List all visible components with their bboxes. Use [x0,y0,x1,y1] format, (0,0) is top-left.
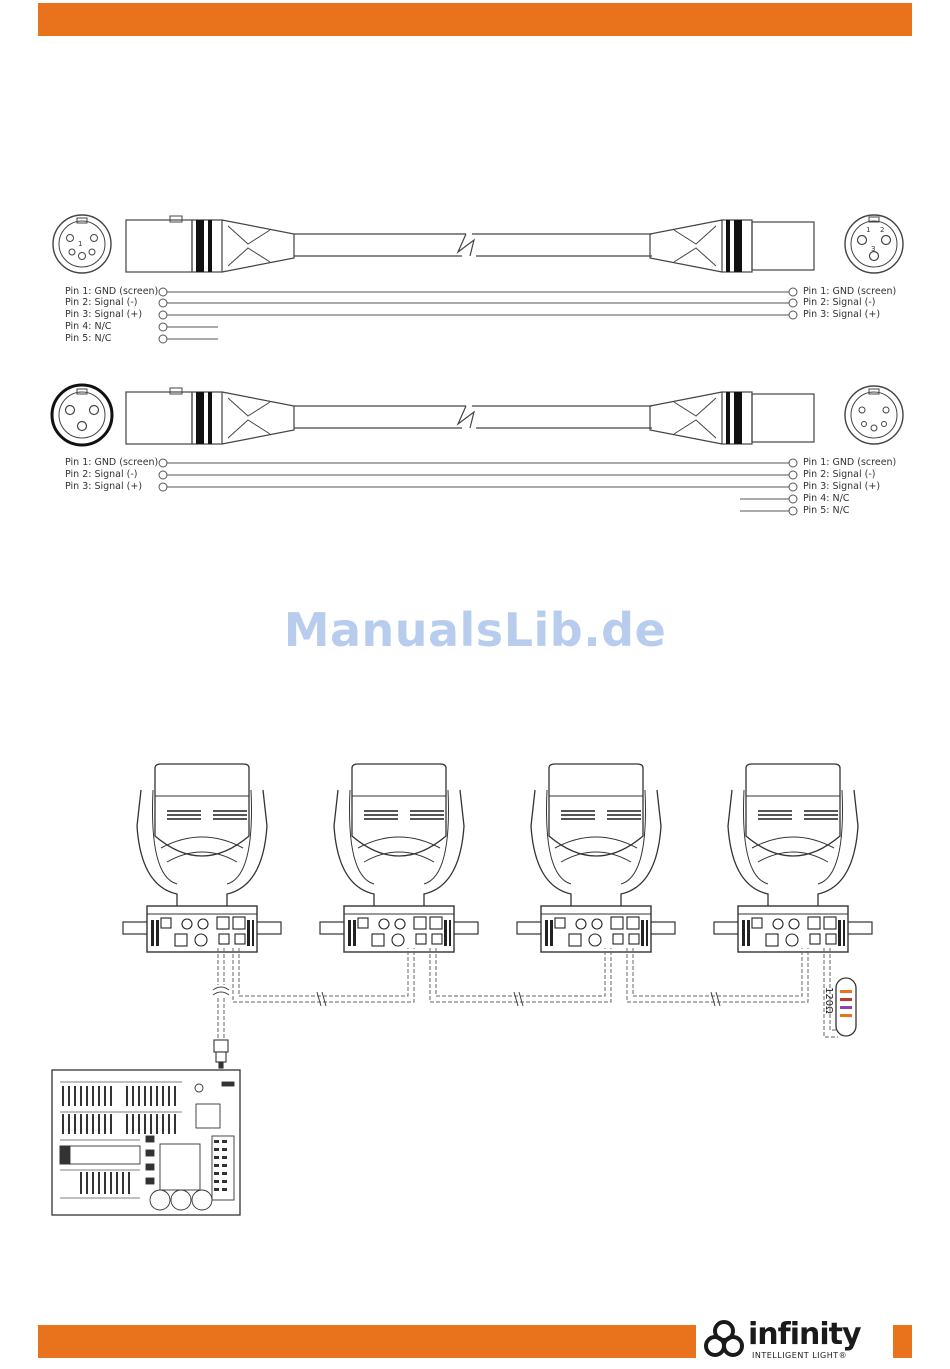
face-digit: 1 [866,226,871,234]
c2-left-pin-2: Pin 2: Signal (-) [65,469,138,480]
terminator-plug [835,977,857,1037]
cable-2-pin-wires [158,458,798,516]
fixture-2 [319,763,479,953]
c2-right-pin-1: Pin 1: GND (screen) [803,457,897,468]
c1-left-pin-2: Pin 2: Signal (-) [65,297,138,308]
terminator-label: 120Ω [823,987,834,1014]
c2-right-pin-5: Pin 5: N/C [803,505,850,516]
c1-left-pin-4: Pin 4: N/C [65,321,112,332]
cable-break-marks [212,986,721,1007]
cable-2-drawing [50,383,904,447]
dmx-cables [217,948,838,1040]
c2-right-pin-2: Pin 2: Signal (-) [803,469,876,480]
c2-left-pin-1: Pin 1: GND (screen) [65,457,159,468]
face-digit: 1 [78,240,83,248]
brand-name: infinity [748,1317,862,1352]
face-digit: 2 [880,226,885,234]
fixture-3 [516,763,676,953]
c1-right-pin-3: Pin 3: Signal (+) [803,309,881,320]
c1-right-pin-1: Pin 1: GND (screen) [803,286,897,297]
dmx-plug [213,1039,229,1069]
c1-right-pin-2: Pin 2: Signal (-) [803,297,876,308]
brand-tagline: INTELLIGENT LIGHT® [752,1351,848,1360]
cable-1-pin-wires [158,287,798,344]
fixture-1 [122,763,282,953]
c1-left-pin-5: Pin 5: N/C [65,333,112,344]
c1-left-pin-3: Pin 3: Signal (+) [65,309,143,320]
c1-left-pin-1: Pin 1: GND (screen) [65,286,159,297]
header-bar [38,3,912,36]
c2-left-pin-3: Pin 3: Signal (+) [65,481,143,492]
footer-bar-end [893,1325,912,1358]
cable-1-drawing [52,214,904,274]
infinity-logo-icon [704,1320,744,1357]
lighting-controller [51,1069,241,1216]
face-digit: 3 [871,245,876,253]
footer-bar [38,1325,696,1358]
cable-diagrams [50,214,904,516]
fixture-4 [713,763,873,953]
watermark: ManualsLib.de [283,603,667,657]
c2-right-pin-3: Pin 3: Signal (+) [803,481,881,492]
c2-right-pin-4: Pin 4: N/C [803,493,850,504]
